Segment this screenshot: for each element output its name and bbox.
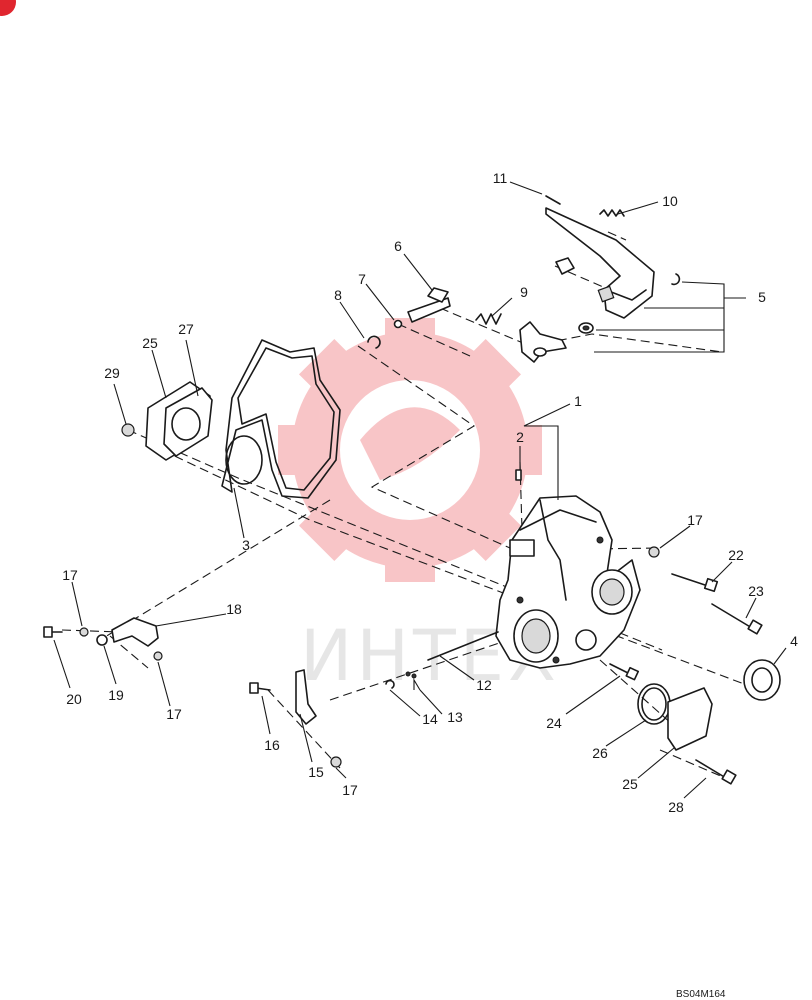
part-17-nut-upper <box>648 546 660 558</box>
part-28-bolt <box>695 759 737 785</box>
part-5-lever-assembly <box>545 207 681 334</box>
callout-17-upper: 17 <box>687 512 703 528</box>
part-18-bracket <box>111 617 159 647</box>
part-3-timing-gasket <box>221 339 341 499</box>
callout-25-upper: 25 <box>142 335 158 351</box>
part-17-nut-left <box>79 627 89 637</box>
callout-19: 19 <box>108 687 124 703</box>
callout-15: 15 <box>308 764 324 780</box>
leader-lines <box>53 181 787 799</box>
part-20-bolt <box>43 626 63 638</box>
part-23-bolt <box>711 603 763 635</box>
part-17-nut-lever <box>330 756 342 768</box>
part-8-circlip <box>367 335 381 349</box>
callout-17-bracket: 17 <box>166 706 182 722</box>
part-27-gasket-upper <box>163 387 213 457</box>
part-26-o-ring <box>637 683 671 725</box>
callout-26: 26 <box>592 745 608 761</box>
callout-14: 14 <box>422 711 438 727</box>
watermark-gear-logo <box>278 318 542 582</box>
callout-28: 28 <box>668 799 684 815</box>
callout-8: 8 <box>334 287 342 303</box>
callout-3: 3 <box>242 537 250 553</box>
callout-11: 11 <box>493 170 508 186</box>
part-16-bolt <box>249 682 271 694</box>
callout-10: 10 <box>662 193 678 209</box>
part-15-lever <box>295 669 317 725</box>
callout-25-lower: 25 <box>622 776 638 792</box>
callout-17-left: 17 <box>62 567 78 583</box>
callout-5: 5 <box>758 289 766 305</box>
callout-1: 1 <box>574 393 582 409</box>
part-13-pins <box>405 671 417 679</box>
callout-7: 7 <box>358 271 366 287</box>
part-24-bolt <box>609 663 640 681</box>
part-12-stud <box>427 631 499 661</box>
part-29-nut <box>121 423 135 437</box>
drawing-reference-code: BS04M164 <box>676 989 726 1000</box>
part-17-nut-bracket <box>153 651 163 661</box>
part-1-gear-case <box>495 495 641 669</box>
part-25-cover-plate-lower <box>667 687 713 751</box>
part-10-spring <box>599 209 625 217</box>
callout-13: 13 <box>447 709 463 725</box>
part-6-shaft-lever <box>407 287 451 323</box>
callout-9: 9 <box>520 284 528 300</box>
callout-24: 24 <box>546 715 562 731</box>
part-14-clip <box>385 679 395 689</box>
callout-22: 22 <box>728 547 744 563</box>
callout-12: 12 <box>476 677 492 693</box>
callout-4: 4 <box>790 633 798 649</box>
part-4-oil-seal <box>743 659 781 701</box>
part-9-spring <box>475 313 502 325</box>
callout-20: 20 <box>66 691 82 707</box>
callout-27: 27 <box>178 321 194 337</box>
part-2-dowel-pin <box>515 469 522 481</box>
callout-18: 18 <box>226 601 242 617</box>
part-11-pin <box>545 195 561 205</box>
callout-6: 6 <box>394 238 402 254</box>
part-19-bolt <box>96 634 108 646</box>
governor-lever-arm <box>519 321 567 363</box>
callout-29: 29 <box>104 365 120 381</box>
callout-23: 23 <box>748 583 764 599</box>
callout-2: 2 <box>516 429 524 445</box>
part-7-washer <box>393 319 403 329</box>
callout-17-lever: 17 <box>342 782 358 798</box>
part-22-bolt <box>671 573 719 593</box>
callout-labels: 11 10 5 6 7 8 9 1 2 27 25 29 3 17 22 23 … <box>62 170 798 815</box>
callout-16: 16 <box>264 737 280 753</box>
